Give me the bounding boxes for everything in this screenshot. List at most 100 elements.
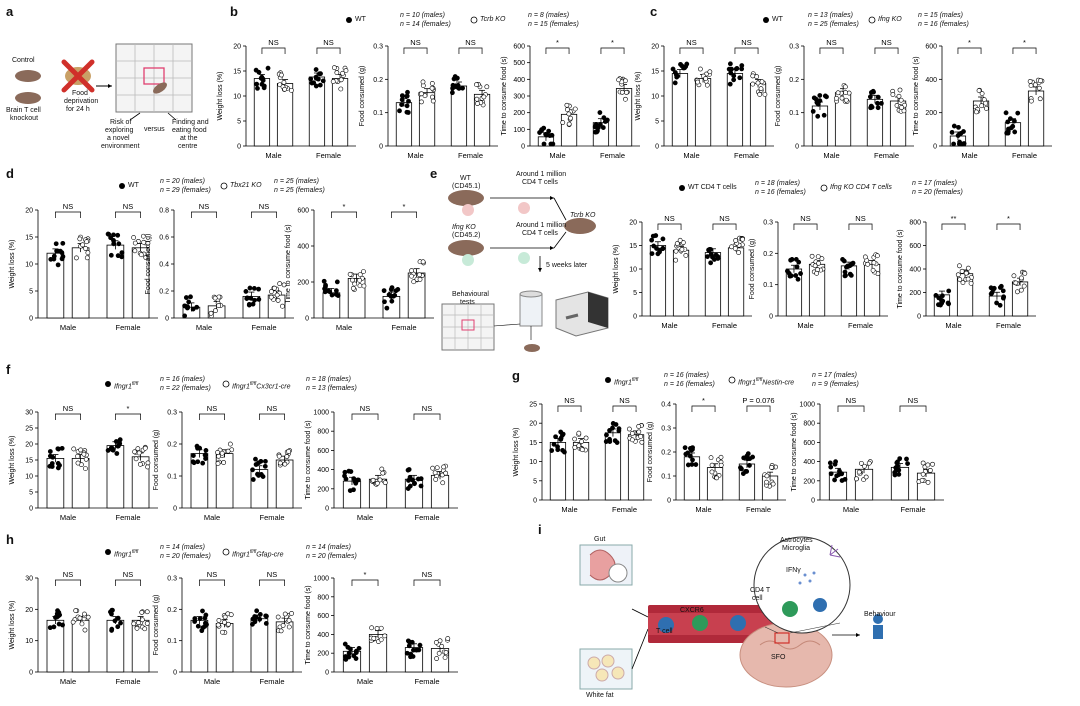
data-point [247, 285, 253, 291]
data-point [896, 93, 902, 99]
y-tick-label: 0 [173, 670, 177, 677]
data-point [338, 77, 344, 83]
data-point [810, 108, 816, 114]
data-point [847, 271, 853, 277]
data-point [56, 621, 62, 627]
x-tick-label: Male [797, 321, 813, 330]
data-point [704, 82, 710, 88]
panel-label-d: d [6, 166, 14, 181]
beaker-icon [519, 290, 543, 327]
y-axis-label: Food consumed (g) [647, 422, 654, 483]
data-point [71, 446, 77, 452]
data-point [940, 298, 946, 304]
data-point [690, 457, 695, 463]
y-tick-label: 15 [651, 69, 659, 76]
significance-bracket [115, 413, 141, 420]
significance-label: NS [422, 404, 432, 413]
data-point [484, 84, 490, 90]
data-point [840, 257, 845, 262]
significance-label: NS [619, 396, 629, 405]
y-tick-label: 500 [513, 60, 525, 67]
data-point [674, 241, 680, 246]
data-point [264, 613, 269, 619]
data-point [688, 447, 694, 453]
data-point [1027, 79, 1033, 84]
data-point [983, 100, 989, 106]
significance-label: NS [564, 396, 574, 405]
y-tick-label: 1000 [313, 576, 329, 583]
y-tick-label: 0.2 [167, 607, 177, 614]
data-point [79, 621, 85, 627]
legend-wt-label: Ifngr1fl/fl [114, 548, 138, 560]
data-point [405, 486, 411, 491]
legend-wt-n1: n = 14 (males) [160, 544, 205, 551]
data-point [579, 439, 585, 444]
x-tick-label: Female [391, 323, 416, 332]
data-point [705, 254, 710, 260]
data-point [955, 272, 961, 278]
significance-label: P = 0.076 [742, 396, 774, 405]
data-point [216, 303, 222, 308]
data-point [452, 74, 458, 79]
data-point [679, 247, 685, 252]
data-point [132, 449, 137, 455]
data-point [733, 238, 739, 243]
data-point [475, 101, 480, 106]
e-cd4b-label: CD4 T cells [522, 230, 558, 237]
data-point [397, 108, 402, 114]
data-point [353, 648, 359, 654]
data-point [678, 61, 683, 67]
data-point [282, 611, 288, 617]
legend-ko-sup: fl/fl [755, 377, 763, 383]
significance-bracket [612, 405, 637, 412]
significance-label: NS [465, 38, 475, 47]
data-point [959, 141, 965, 147]
data-point [119, 250, 125, 256]
legend-wt-sup: fl/fl [131, 381, 139, 387]
bar [916, 472, 936, 501]
data-point [979, 103, 985, 109]
data-point [809, 253, 815, 259]
data-point [286, 624, 292, 630]
data-point [875, 94, 881, 100]
significance-label: NS [123, 202, 133, 211]
significance-label: NS [422, 570, 432, 579]
data-point [227, 441, 233, 447]
data-point [708, 260, 714, 266]
data-point [417, 272, 422, 278]
data-point [144, 620, 150, 626]
y-tick-label: 600 [297, 208, 309, 215]
data-point [703, 76, 709, 81]
legend-wt-n1: n = 13 (males) [808, 12, 853, 19]
significance-label: * [364, 570, 367, 579]
data-point [322, 289, 328, 295]
data-point [115, 232, 121, 238]
data-point [405, 110, 411, 115]
data-point [395, 287, 401, 292]
data-point [330, 79, 336, 84]
data-point [350, 285, 356, 291]
data-point [1036, 85, 1042, 91]
i-sfo-label: SFO [771, 654, 786, 661]
data-point [250, 301, 256, 307]
data-point [351, 487, 356, 493]
data-point [432, 470, 438, 476]
data-point [629, 431, 635, 436]
significance-label: * [1007, 214, 1010, 223]
legend-ko-n1: n = 25 (males) [274, 178, 319, 185]
data-point [854, 476, 859, 482]
data-point [638, 434, 644, 439]
data-point [47, 625, 53, 631]
data-point [410, 654, 416, 659]
legend-ko-n2: n = 20 (females) [306, 553, 357, 560]
data-point [795, 276, 801, 282]
data-point [1021, 283, 1027, 289]
data-point [213, 308, 218, 314]
legend-wt-sup: fl/fl [131, 549, 139, 555]
data-point [185, 304, 190, 310]
data-point [566, 121, 572, 127]
data-point [968, 280, 974, 286]
data-point [1013, 280, 1019, 286]
data-point [268, 294, 274, 300]
